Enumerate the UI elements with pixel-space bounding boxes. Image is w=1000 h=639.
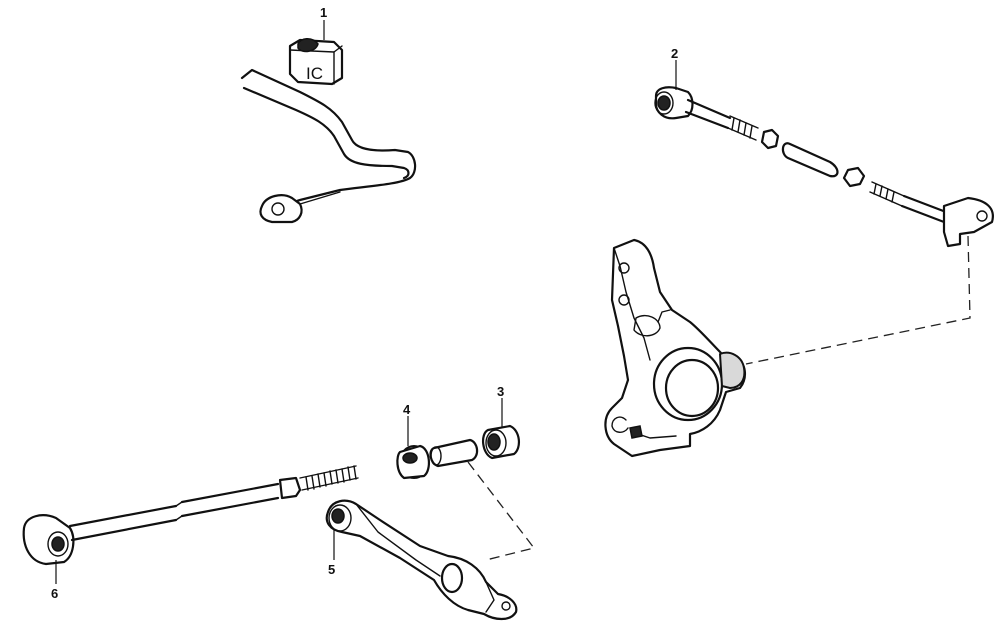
lower-control-arm <box>325 499 518 621</box>
upper-control-rod <box>654 86 994 248</box>
lower-arm-bushing-inner <box>396 444 430 480</box>
stabilizer-bar <box>240 68 417 224</box>
callout-3: 3 <box>497 384 504 428</box>
callout-4: 4 <box>403 402 411 446</box>
callout-label-5: 5 <box>328 562 335 577</box>
steering-knuckle <box>604 238 746 458</box>
callout-2: 2 <box>671 46 678 90</box>
callout-label-6: 6 <box>51 586 58 601</box>
lower-arm-bushing-outer <box>482 424 520 460</box>
callout-label-2: 2 <box>671 46 678 61</box>
callout-6: 6 <box>51 560 58 601</box>
callout-label-1: 1 <box>320 5 327 20</box>
trailing-rod <box>22 465 359 566</box>
assembly-guide-lines <box>467 235 971 561</box>
callout-5: 5 <box>328 530 335 577</box>
bushing-stamp-text: IC <box>306 64 323 83</box>
spacer-sleeve <box>429 438 479 468</box>
callout-label-3: 3 <box>497 384 504 399</box>
callout-label-4: 4 <box>403 402 411 417</box>
stabilizer-bar-bushing: IC <box>288 38 344 86</box>
callout-1: 1 <box>320 5 327 40</box>
